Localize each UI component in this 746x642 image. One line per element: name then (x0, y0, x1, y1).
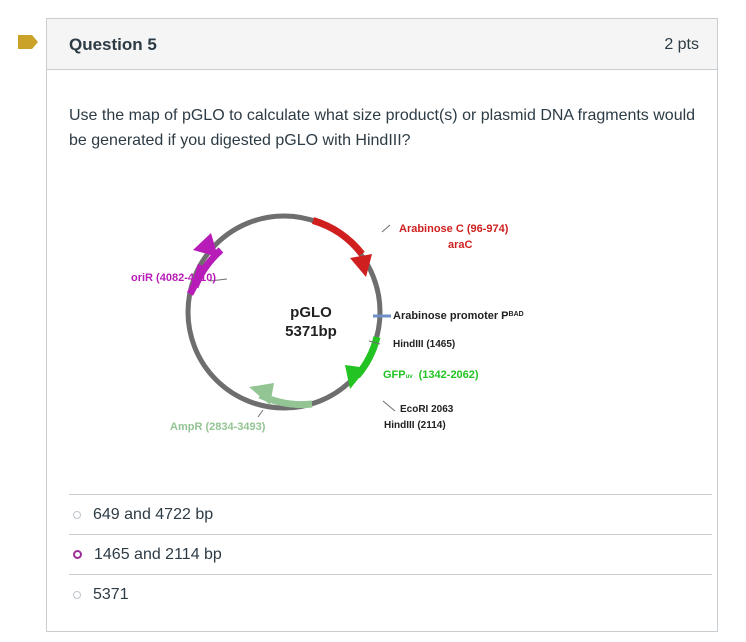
answer-radio-2[interactable] (73, 550, 82, 559)
label-orir: oriR (4082-4710) (131, 272, 216, 284)
answer-option-1[interactable]: 649 and 4722 bp (69, 494, 712, 534)
plasmid-size: 5371bp (285, 323, 337, 340)
ampr-arrowhead (249, 383, 274, 405)
label-arabinose-promoter: Arabinose promoter P (393, 310, 509, 322)
svg-text:Arabinose promoter PBAD: Arabinose promoter PBAD (393, 310, 524, 322)
label-arabinose-c: Arabinose C (96-974) (399, 223, 509, 235)
answer-list: 649 and 4722 bp 1465 and 2114 bp 5371 (69, 494, 712, 614)
label-hindiii-1465: HindIII (1465) (393, 339, 455, 350)
label-promoter-sub: BAD (509, 311, 524, 318)
question-title: Question 5 (69, 35, 157, 54)
plasmid-backbone (185, 213, 383, 411)
arac-arrowhead (350, 254, 372, 277)
answer-label-2: 1465 and 2114 bp (94, 545, 222, 563)
question-text: Use the map of pGLO to calculate what si… (69, 107, 696, 149)
pglo-plasmid-map: Arabinose C (96-974) araC oriR (4082-471… (131, 213, 524, 433)
svg-text:GFPuv(1342-2062): GFPuv (1342-2062) (383, 369, 479, 381)
label-hindiii-2114: HindIII (2114) (384, 420, 446, 431)
label-gfp: GFP (383, 369, 406, 381)
label-arac: araC (448, 239, 473, 251)
plasmid-name: pGLO (290, 304, 332, 321)
answer-label-1: 649 and 4722 bp (93, 505, 214, 523)
question-header: Question 5 2 pts (47, 19, 717, 70)
question-card: Question 5 2 pts Use the map of pGLO to … (46, 18, 718, 632)
label-gfp-range: (1342-2062) (419, 369, 479, 381)
answer-option-3[interactable]: 5371 (69, 574, 712, 614)
gfp-arrowhead (345, 365, 367, 389)
question-points: 2 pts (664, 36, 699, 53)
arac-arc (311, 217, 365, 257)
orir-arrowhead (193, 233, 218, 257)
label-gfp-sub: uv (406, 374, 414, 380)
label-ampr: AmpR (2834-3493) (170, 421, 266, 433)
answer-option-2[interactable]: 1465 and 2114 bp (69, 534, 712, 574)
answer-label-3: 5371 (93, 585, 129, 603)
answer-radio-1[interactable] (73, 510, 81, 519)
answer-radio-3[interactable] (73, 590, 81, 599)
label-ecori: EcoRI 2063 (400, 404, 454, 415)
bookmark-flag-icon[interactable] (18, 35, 38, 49)
